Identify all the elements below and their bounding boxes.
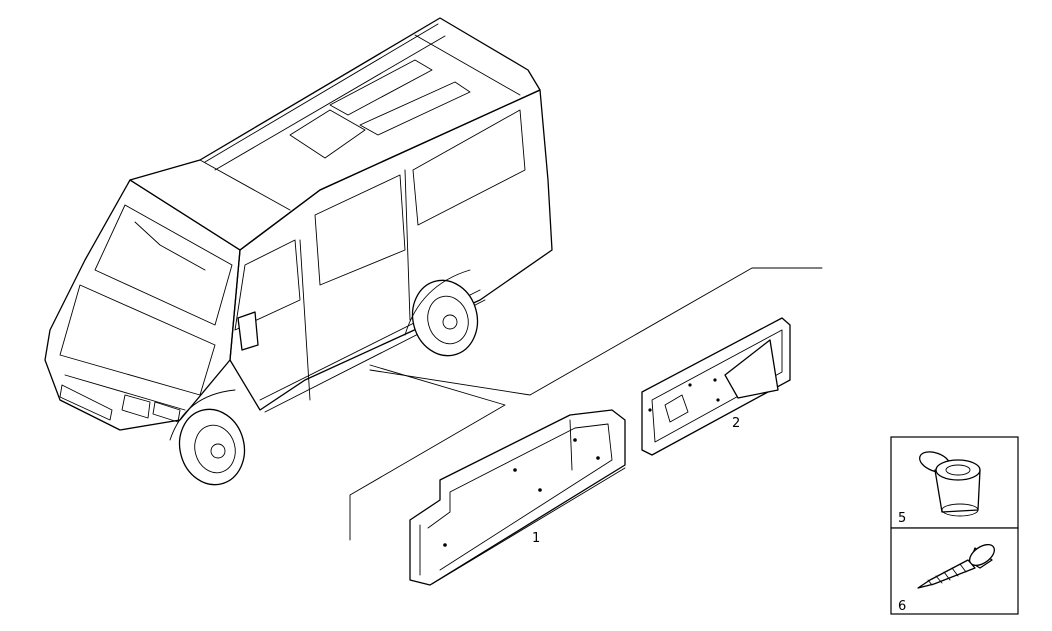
detail-box-part-5 <box>890 436 1019 529</box>
van-illustration <box>44 17 553 486</box>
callout-part-6: 6 <box>898 599 906 614</box>
detail-box-part-6 <box>890 527 1019 615</box>
leader-lines <box>349 267 823 541</box>
plug-icon <box>919 451 981 517</box>
rear-wheel <box>411 279 479 357</box>
callout-part-2: 2 <box>732 416 740 431</box>
callout-part-1: 1 <box>532 531 540 546</box>
callout-part-5: 5 <box>898 511 906 526</box>
front-wheel <box>178 408 246 486</box>
part-1-side-sill-member <box>409 409 626 586</box>
screw-icon <box>917 543 996 589</box>
part-2-rear-sill-member <box>641 317 791 456</box>
